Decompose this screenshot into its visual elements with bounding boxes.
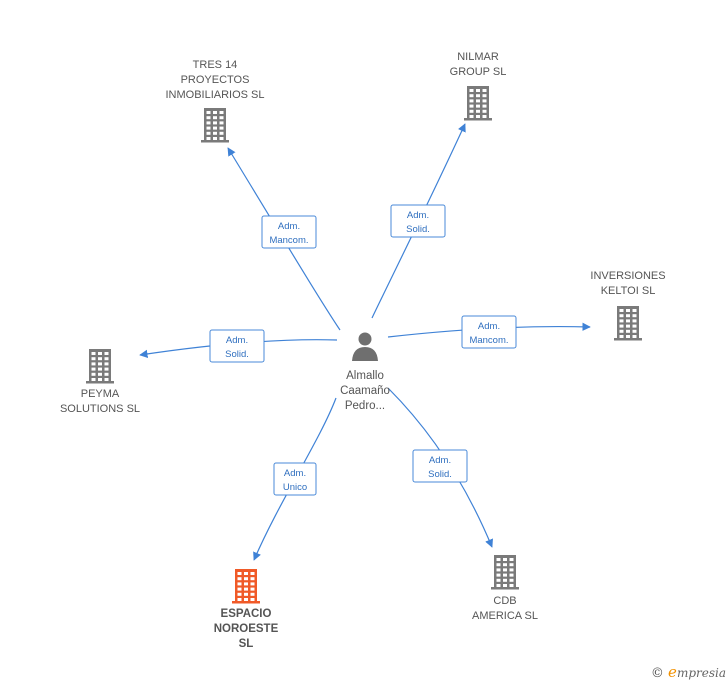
company-name-peyma-line: PEYMA [81,388,120,400]
company-name-espacio: ESPACIO NOROESTE SL [214,608,279,650]
company-name-inversiones-line: INVERSIONES [590,270,665,282]
company-name-espacio-line: SL [239,638,254,650]
company-name-tres14-line: INMOBILIARIOS SL [165,89,264,101]
role-text-inversiones: Adm. Mancom. [469,321,508,346]
role-text-cdb-line: Solid. [428,469,452,480]
building-icon-nilmar[interactable] [464,86,492,121]
building-icon-espacio[interactable] [232,569,260,604]
role-badge-nilmar[interactable]: Adm. Solid. [390,204,446,238]
company-name-espacio-line: ESPACIO [221,608,272,620]
brand-initial: e [668,663,677,681]
role-text-espacio: Adm. Unico [283,468,307,493]
role-text-tres14-line: Mancom. [269,235,308,246]
role-text-peyma-line: Adm. [226,335,248,346]
role-text-espacio-line: Adm. [284,468,306,479]
company-name-nilmar: NILMAR GROUP SL [450,51,507,78]
company-name-inversiones: INVERSIONES KELTOI SL [590,270,665,297]
role-badge-tres14[interactable]: Adm. Mancom. [261,215,317,249]
building-icon-inversiones[interactable] [614,306,642,341]
role-badge-inversiones[interactable]: Adm. Mancom. [461,315,517,349]
role-text-nilmar-line: Adm. [407,210,429,221]
company-name-cdb-line: CDB [493,595,516,607]
company-name-peyma-line: SOLUTIONS SL [60,403,140,415]
company-name-nilmar-line: GROUP SL [450,66,507,78]
role-text-peyma: Adm. Solid. [225,335,249,360]
edge-tres14 [227,147,341,331]
role-text-tres14-line: Adm. [278,221,300,232]
company-name-peyma: PEYMA SOLUTIONS SL [60,388,140,415]
company-name-tres14: TRES 14 PROYECTOS INMOBILIARIOS SL [165,59,264,101]
role-labels: Adm. Mancom. Adm. Solid. Adm. Mancom. Adm. Soli… [209,204,517,496]
company-name-cdb-line: AMERICA SL [472,610,538,622]
role-text-tres14: Adm. Mancom. [269,221,308,246]
company-name-nilmar-line: NILMAR [457,51,499,63]
role-text-espacio-line: Unico [283,482,307,493]
role-text-peyma-line: Solid. [225,349,249,360]
role-text-inversiones-line: Mancom. [469,335,508,346]
person-name-line: Caamaño [340,385,390,397]
building-icon-cdb[interactable] [491,555,519,590]
company-name-espacio-line: NOROESTE [214,623,279,635]
role-badge-peyma[interactable]: Adm. Solid. [209,329,265,363]
company-name-cdb: CDB AMERICA SL [472,595,538,622]
brand-name: mpresia [676,666,726,680]
copyright-symbol: © [650,666,664,681]
role-badge-cdb[interactable]: Adm. Solid. [412,449,468,483]
role-badge-espacio[interactable]: Adm. Unico [273,462,317,496]
role-text-cdb: Adm. Solid. [428,455,452,480]
company-name-tres14-line: TRES 14 [193,59,238,71]
footer-brand: © empresia [651,663,726,681]
role-text-inversiones-line: Adm. [478,321,500,332]
role-text-nilmar-line: Solid. [406,224,430,235]
person-name-line: Almallo [346,370,384,382]
role-text-nilmar: Adm. Solid. [406,210,430,235]
role-text-cdb-line: Adm. [429,455,451,466]
person-icon[interactable] [352,332,378,362]
building-icon-tres14[interactable] [201,108,229,143]
company-name-inversiones-line: KELTOI SL [601,285,656,297]
company-name-tres14-line: PROYECTOS [181,74,250,86]
building-icon-peyma[interactable] [86,349,114,384]
person-name-line: Pedro... [345,400,385,412]
